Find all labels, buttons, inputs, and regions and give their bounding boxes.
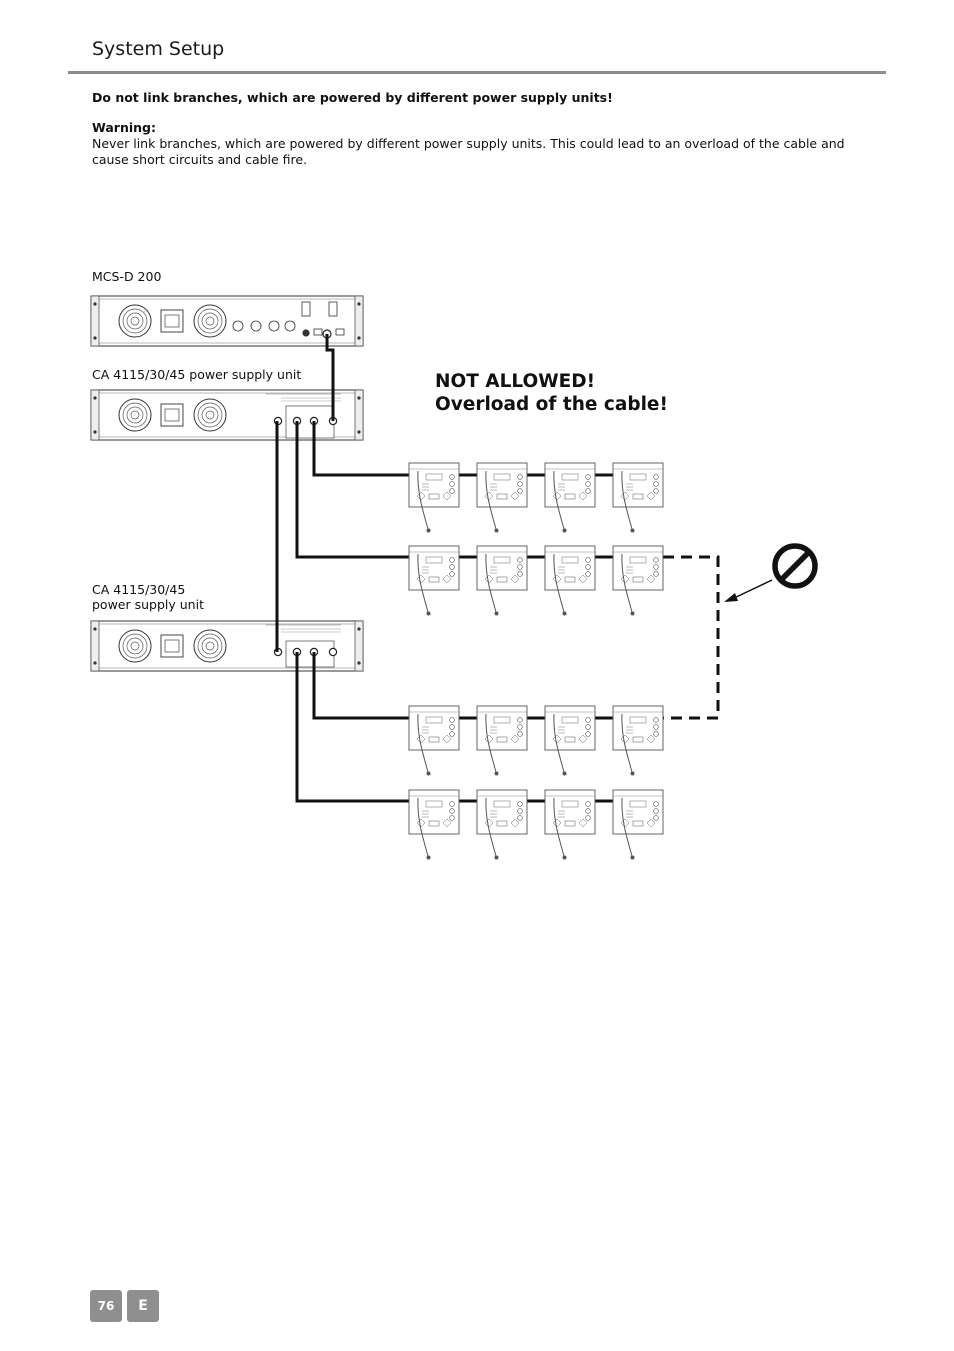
psu-rack-2: [90, 620, 364, 672]
mcs-d-200-rack: [90, 295, 364, 347]
label-psu-2-line2: power supply unit: [92, 597, 204, 612]
warning-body: Never link branches, which are powered b…: [92, 136, 845, 167]
not-allowed-line1: NOT ALLOWED!: [435, 371, 596, 392]
not-allowed-callout: NOT ALLOWED! Overload of the cable!: [435, 370, 668, 416]
page-number-badge: 76: [90, 1290, 122, 1322]
not-allowed-line2: Overload of the cable!: [435, 394, 668, 415]
header-divider: [68, 71, 886, 74]
prohibition-sign-icon: [772, 543, 818, 589]
arrow-line: [731, 579, 773, 600]
warning-title: Warning:: [92, 120, 156, 135]
lead-statement: Do not link branches, which are powered …: [92, 90, 613, 105]
unit-row-3: [408, 705, 664, 776]
unit-row-1: [408, 462, 664, 533]
cable-psu1-branch-1: [312, 421, 409, 477]
arrow-head: [724, 593, 738, 602]
cable-psu2-branch-2: [295, 652, 409, 803]
psu-rack-1: [90, 389, 364, 441]
page-section-title: System Setup: [92, 38, 225, 60]
forbidden-dashed-link: [663, 555, 720, 720]
language-badge: E: [127, 1290, 159, 1322]
cable-mcs-to-psu1: [325, 334, 335, 421]
cable-psu1-branch-2: [295, 421, 409, 559]
label-psu-1: CA 4115/30/45 power supply unit: [92, 367, 302, 382]
cable-psu2-branch-1: [312, 652, 409, 720]
label-psu-2-line1: CA 4115/30/45: [92, 582, 186, 597]
label-mcs-d-200: MCS-D 200: [92, 269, 162, 284]
